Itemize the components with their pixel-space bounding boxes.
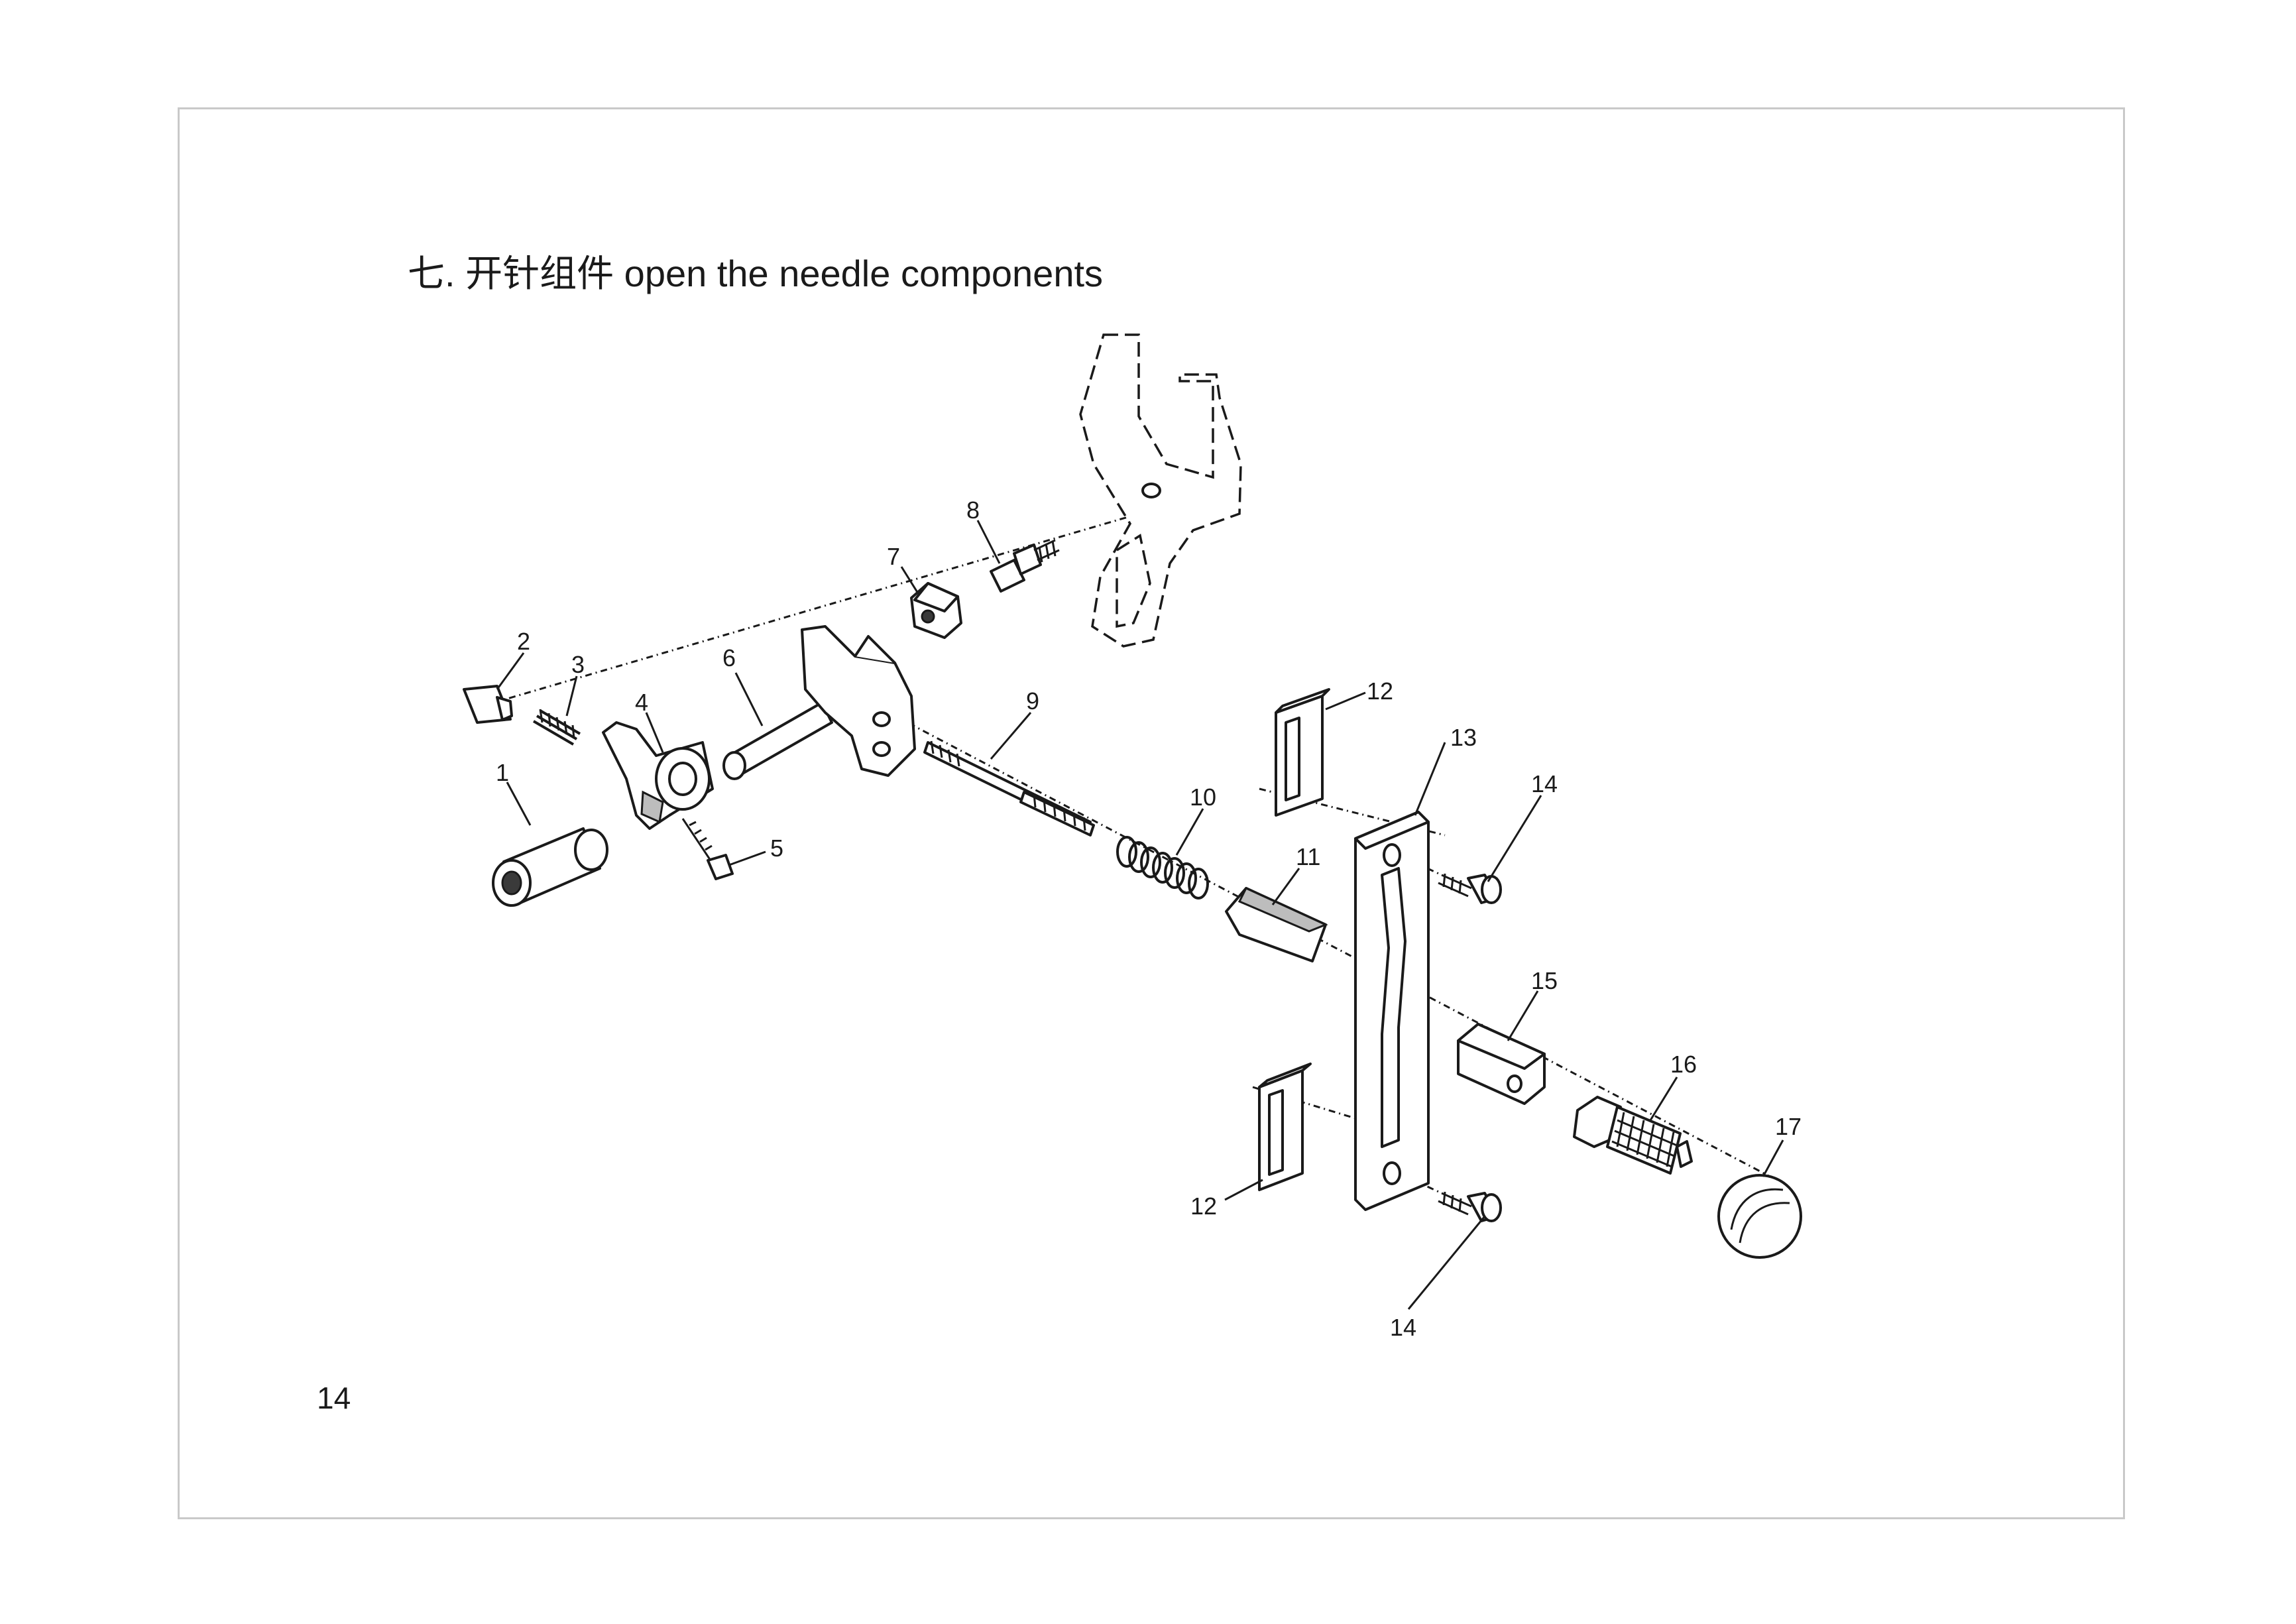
page-number: 14: [317, 1381, 351, 1415]
part-5-screw: [681, 818, 734, 880]
part-14-upper-screw: [1438, 873, 1502, 904]
callout-14-upper: 14: [1531, 770, 1558, 797]
callout-14-lower: 14: [1390, 1314, 1416, 1341]
callout-11: 11: [1296, 843, 1320, 870]
part-8-stud-screw: [990, 539, 1060, 593]
callout-9: 9: [1026, 687, 1039, 715]
part-2-screw: [463, 685, 513, 724]
callout-1: 1: [496, 759, 509, 786]
callout-10: 10: [1190, 783, 1216, 811]
callout-labels: 1 2 3 4 5 6 7 8 9 10 11 12 12 13 14 14 1…: [496, 496, 1802, 1341]
part-4-clamp-collar: [602, 721, 714, 830]
part-13-slotted-bar: [1354, 811, 1430, 1211]
callout-15: 15: [1531, 967, 1558, 994]
part-6-shaft-bracket: [722, 625, 916, 780]
callout-8: 8: [966, 496, 980, 524]
part-12-lower-plate: [1258, 1063, 1312, 1191]
part-10-spring: [1116, 836, 1209, 899]
callout-13: 13: [1450, 724, 1477, 751]
part-15-block: [1457, 1023, 1546, 1105]
part-1-sleeve: [492, 827, 608, 907]
part-12-upper-plate: [1275, 688, 1330, 817]
callout-7: 7: [887, 543, 900, 570]
part-17-knob: [1717, 1174, 1802, 1259]
page-frame: [178, 107, 2125, 1519]
callout-leaders: [496, 520, 1784, 1310]
part-3-stud: [532, 709, 581, 746]
part-7-block: [910, 582, 962, 639]
callout-2: 2: [517, 628, 530, 655]
page-title: 七. 开针组件 open the needle components: [408, 253, 1104, 294]
callout-16: 16: [1670, 1051, 1697, 1078]
callout-12-lower: 12: [1190, 1192, 1217, 1220]
callout-17: 17: [1775, 1113, 1802, 1140]
part-11-wedge: [1225, 887, 1328, 962]
callout-6: 6: [722, 644, 736, 671]
part-14-lower-screw: [1438, 1191, 1502, 1222]
part-9-threaded-rod: [923, 740, 1095, 837]
needle-lever-ghost: [1079, 333, 1242, 648]
callout-4: 4: [635, 689, 648, 716]
callout-5: 5: [770, 835, 783, 862]
callout-12-upper: 12: [1367, 677, 1393, 705]
part-16-knurled-adjuster: [1573, 1096, 1693, 1175]
callout-3: 3: [571, 651, 585, 678]
